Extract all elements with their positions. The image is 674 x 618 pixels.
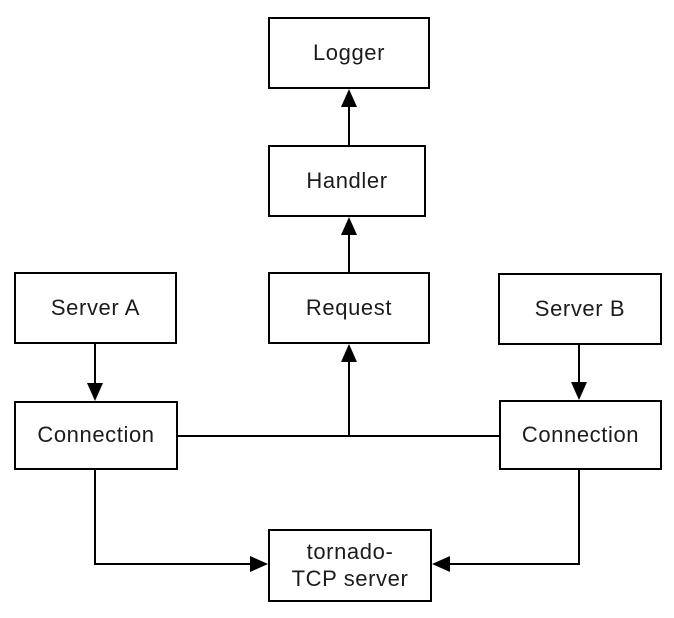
- node-server-a-label: Server A: [50, 294, 141, 320]
- node-handler: Handler: [268, 145, 426, 217]
- edge-connection-left-horizontal-line: [94, 563, 251, 565]
- node-tcp-server-label: tornado- TCP server: [291, 539, 409, 591]
- arrowhead-up-into-request: [341, 344, 357, 362]
- edge-connection-right-down-line: [578, 470, 580, 565]
- edge-junction-to-request-line: [348, 359, 350, 437]
- edge-connection-right-horizontal-line: [450, 563, 580, 565]
- edge-server-b-to-connection-line: [578, 345, 580, 383]
- node-connection-left: Connection: [14, 401, 178, 470]
- edge-handler-to-logger-line: [348, 104, 350, 145]
- edge-server-a-to-connection-line: [94, 344, 96, 384]
- node-server-b: Server B: [498, 273, 662, 345]
- arrowhead-left-into-tcp-server: [432, 556, 450, 572]
- node-logger-label: Logger: [312, 39, 386, 65]
- edge-request-to-handler-line: [348, 232, 350, 272]
- node-server-a: Server A: [14, 272, 177, 344]
- arrowhead-down-into-connection-left: [87, 383, 103, 401]
- node-tcp-server: tornado- TCP server: [268, 529, 432, 602]
- node-logger: Logger: [268, 17, 430, 89]
- arrowhead-down-into-connection-right: [571, 382, 587, 400]
- node-connection-right-label: Connection: [521, 421, 640, 447]
- node-request: Request: [268, 272, 430, 344]
- node-server-b-label: Server B: [534, 295, 626, 321]
- node-connection-right: Connection: [499, 400, 662, 470]
- edge-connection-left-to-right-line: [176, 435, 500, 437]
- node-request-label: Request: [305, 294, 393, 320]
- arrowhead-up-into-handler: [341, 217, 357, 235]
- arrowhead-up-into-logger: [341, 89, 357, 107]
- edge-connection-left-down-line: [94, 470, 96, 565]
- node-connection-left-label: Connection: [37, 422, 155, 448]
- node-handler-label: Handler: [306, 167, 388, 193]
- arrowhead-right-into-tcp-server: [250, 556, 268, 572]
